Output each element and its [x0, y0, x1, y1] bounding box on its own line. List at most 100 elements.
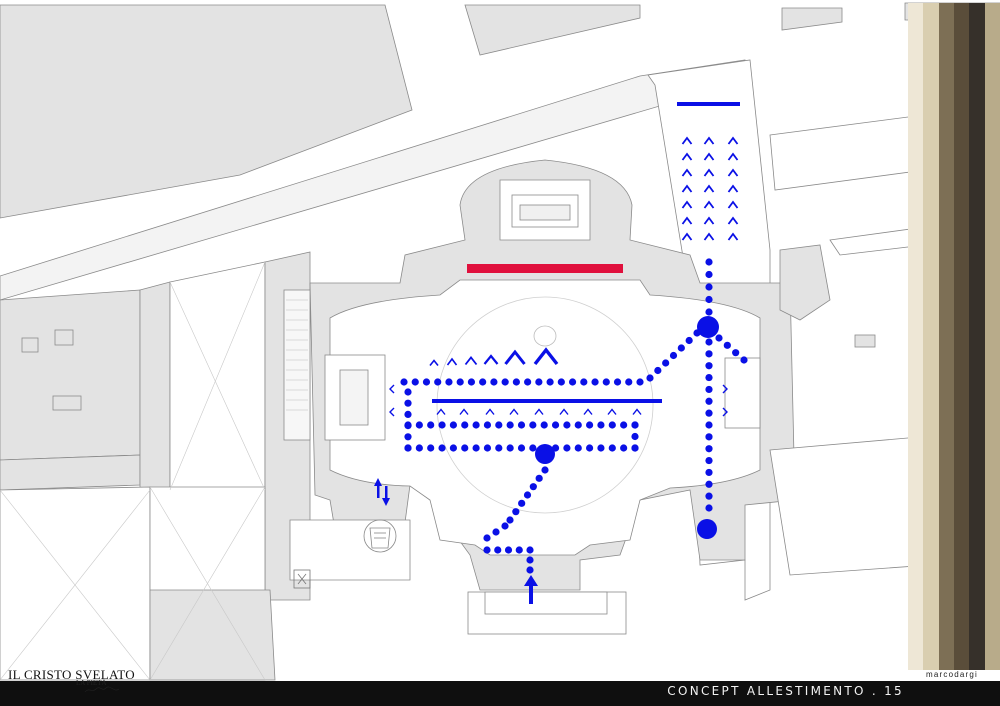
path-dot: [563, 444, 571, 452]
path-dot: [591, 378, 599, 386]
chevron-up-icon: [703, 232, 715, 241]
path-dot: [574, 444, 582, 452]
path-dot: [568, 378, 577, 386]
path-dot: [506, 444, 514, 452]
path-dot: [512, 378, 520, 386]
chevron-up-icon: [681, 136, 693, 145]
path-dot: [495, 421, 503, 429]
path-dot: [479, 378, 487, 386]
footer-title: CONCEPT ALLESTIMENTO . 15: [667, 684, 904, 698]
path-dot: [625, 378, 633, 386]
exhibition-logo-subtitle: LA PIETÀ: [76, 679, 107, 687]
path-dot: [677, 344, 685, 352]
path-dot: [490, 378, 498, 386]
chevron-up-icon: [483, 354, 499, 365]
path-dots: [400, 258, 748, 574]
path-dot: [529, 444, 537, 452]
path-dot: [620, 444, 628, 452]
path-dot: [705, 308, 713, 316]
chevron-up-icon: [703, 200, 715, 209]
chevron-up-icon: [559, 408, 569, 415]
chevron-up-icon: [446, 357, 458, 366]
path-dot: [483, 546, 491, 554]
chevron-up-icon: [583, 408, 593, 415]
path-dot: [586, 444, 594, 452]
path-dot: [512, 508, 520, 516]
path-dot: [438, 421, 446, 429]
path-dot: [404, 433, 412, 441]
path-dot: [415, 421, 423, 429]
chevron-up-icon: [703, 184, 715, 193]
path-dot: [705, 350, 713, 358]
brand-name: marcodargi: [926, 670, 979, 679]
path-dot: [551, 421, 560, 429]
chevron-right-icon: [722, 407, 728, 417]
path-dot: [705, 283, 713, 291]
path-dot: [631, 432, 639, 441]
path-dot: [723, 341, 731, 349]
path-dot: [669, 351, 678, 360]
small-statue-icon: [293, 569, 311, 589]
chevron-up-icon: [485, 408, 495, 415]
path-dot: [467, 378, 476, 386]
path-dot: [456, 378, 464, 386]
path-dot: [705, 373, 713, 382]
path-dot: [518, 499, 526, 507]
path-dot: [411, 378, 419, 386]
chevron-up-icon: [703, 168, 715, 177]
path-dot: [586, 421, 594, 429]
path-dot: [517, 444, 526, 452]
path-dot: [517, 421, 526, 429]
path-dot: [613, 378, 622, 386]
path-dot: [602, 378, 610, 386]
path-dot: [705, 456, 713, 465]
path-dot: [705, 445, 713, 453]
path-dot: [404, 410, 412, 418]
color-palette: [908, 3, 1000, 670]
path-dot: [449, 421, 457, 429]
chevron-up-icon: [681, 200, 693, 209]
signature-icon: [84, 686, 120, 693]
path-dot: [693, 329, 701, 337]
path-dot: [404, 444, 412, 452]
path-dot: [705, 397, 713, 405]
path-dot: [483, 534, 491, 542]
oculus: [533, 325, 557, 347]
path-dot: [529, 421, 537, 429]
chevron-up-icon: [727, 200, 739, 209]
path-dot: [404, 421, 412, 429]
path-dot: [483, 421, 492, 429]
path-dot: [580, 378, 588, 386]
chevron-up-icon: [533, 347, 559, 366]
path-dot: [501, 522, 509, 530]
path-dot: [563, 421, 571, 429]
path-dot: [494, 546, 502, 554]
path-dot: [705, 409, 713, 417]
path-dot: [631, 421, 639, 429]
path-dot: [483, 444, 492, 452]
path-dot: [472, 421, 480, 429]
path-dot: [705, 338, 713, 346]
path-dot: [400, 378, 408, 386]
chevron-up-icon: [727, 152, 739, 161]
up-down-arrows-icon: [374, 478, 390, 506]
path-dot: [434, 378, 442, 386]
chevron-up-icon: [727, 184, 739, 193]
path-dot: [705, 295, 713, 304]
chevron-up-icon: [727, 168, 739, 177]
chevron-up-icon: [464, 356, 478, 366]
statue-symbol-icon: [363, 519, 397, 553]
path-dot: [523, 491, 532, 499]
chevron-up-icon: [727, 136, 739, 145]
path-dot: [461, 444, 469, 452]
stop-point-crossing: [697, 316, 719, 338]
path-dot: [685, 336, 693, 345]
footer-bar: [0, 681, 1000, 706]
nave-bar: [432, 399, 662, 403]
chevron-up-icon: [727, 232, 739, 241]
palette-swatch: [984, 3, 1000, 670]
path-dot: [715, 334, 723, 342]
path-dot: [705, 480, 713, 488]
path-dot: [427, 444, 435, 452]
dome-outline: [436, 296, 654, 514]
